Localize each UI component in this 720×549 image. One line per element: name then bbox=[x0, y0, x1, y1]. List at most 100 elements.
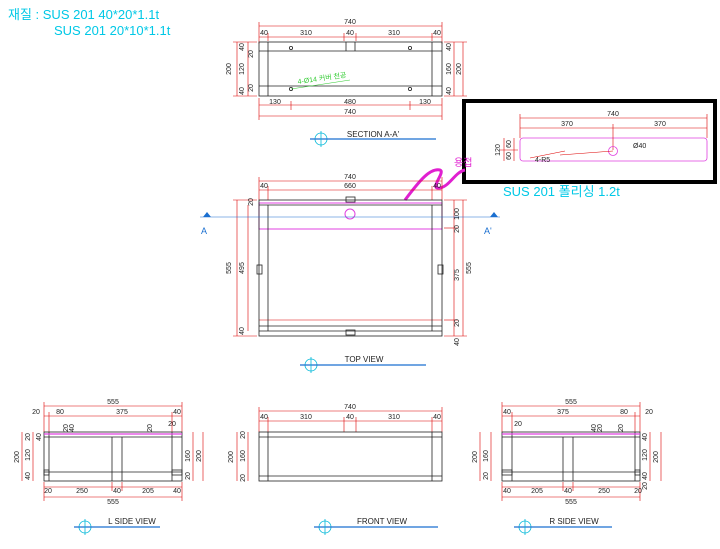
rs-dim-1: 40 bbox=[503, 409, 511, 416]
rs-dim-7: 20 bbox=[597, 424, 604, 432]
section-dim-bot-1: 130 bbox=[269, 99, 281, 106]
ls-right-2: 200 bbox=[196, 450, 203, 462]
detail-plate-outline bbox=[519, 137, 708, 162]
top-view-dimension-lines bbox=[233, 177, 467, 337]
rs-dim-total: 555 bbox=[565, 399, 577, 406]
front-left-1: 160 bbox=[240, 450, 247, 462]
material-spec: 재질 : SUS 201 40*20*1.1t SUS 201 20*10*1.… bbox=[8, 7, 170, 39]
section-frame bbox=[258, 41, 443, 97]
ls-right-1: 160 bbox=[185, 450, 192, 462]
section-title: SECTION A-A' bbox=[347, 130, 400, 139]
ls-dim-6: 40 bbox=[69, 424, 76, 432]
detail-dimension-lines bbox=[500, 114, 708, 161]
ls-left-total: 200 bbox=[14, 451, 21, 463]
ls-bot-total: 555 bbox=[107, 499, 119, 506]
top-dim-right-4: 20 bbox=[454, 319, 461, 327]
top-dim-right-1: 100 bbox=[454, 208, 461, 220]
rs-bot-1: 40 bbox=[503, 488, 511, 495]
l-side-frame bbox=[43, 431, 183, 482]
section-dim-left-2: 20 bbox=[248, 50, 255, 58]
l-side-dimension-lines bbox=[21, 402, 204, 501]
rs-bot-5: 20 bbox=[634, 488, 642, 495]
detail-dim-h1: 60 bbox=[506, 140, 513, 148]
top-dim-left-total: 555 bbox=[226, 262, 233, 274]
top-dim-3: 40 bbox=[433, 183, 441, 190]
section-dim-left-5: 20 bbox=[248, 84, 255, 92]
r-side-title-symbol bbox=[514, 519, 612, 535]
top-dim-left-top: 20 bbox=[248, 198, 255, 206]
ls-bot-5: 40 bbox=[173, 488, 181, 495]
front-dim-1: 40 bbox=[260, 414, 268, 421]
top-view-title-symbol bbox=[300, 357, 426, 373]
r-side-title: R SIDE VIEW bbox=[549, 517, 599, 526]
ls-dim-total: 555 bbox=[107, 399, 119, 406]
rs-right-4: 20 bbox=[642, 482, 649, 490]
rs-bot-4: 250 bbox=[598, 488, 610, 495]
section-dim-bot-3: 130 bbox=[419, 99, 431, 106]
rs-right-2: 120 bbox=[642, 449, 649, 461]
top-view: A A' 740 40 660 40 555 495 20 40 100 20 … bbox=[200, 174, 500, 373]
front-left-2: 20 bbox=[240, 431, 247, 439]
section-dim-right-1: 40 bbox=[446, 43, 453, 51]
rs-right-total: 200 bbox=[653, 451, 660, 463]
rs-dim-8: 20 bbox=[618, 424, 625, 432]
section-dim-bot-total: 740 bbox=[344, 109, 356, 116]
l-side-title: L SIDE VIEW bbox=[108, 517, 156, 526]
rs-bot-2: 205 bbox=[531, 488, 543, 495]
l-side-view: 555 20 80 375 40 20 40 20 20 20 250 40 2… bbox=[14, 399, 204, 535]
front-dim-5: 40 bbox=[433, 414, 441, 421]
detail-hole-label: Ø40 bbox=[633, 143, 646, 150]
front-title: FRONT VIEW bbox=[357, 517, 408, 526]
section-title-symbol bbox=[310, 131, 436, 147]
ls-dim-3: 375 bbox=[116, 409, 128, 416]
top-dim-total: 740 bbox=[344, 174, 356, 181]
section-dim-top-1: 40 bbox=[260, 30, 268, 37]
ls-dim-8: 20 bbox=[168, 421, 176, 428]
section-dim-top-5: 40 bbox=[433, 30, 441, 37]
top-view-hole bbox=[344, 208, 356, 220]
ls-dim-2: 80 bbox=[56, 409, 64, 416]
section-dim-right-4: 40 bbox=[446, 87, 453, 95]
ls-left-2: 120 bbox=[25, 449, 32, 461]
detail-dim-h2: 60 bbox=[506, 152, 513, 160]
top-dim-right-3: 375 bbox=[454, 269, 461, 281]
r-side-dimension-lines bbox=[479, 402, 662, 501]
rs-left-1: 160 bbox=[483, 450, 490, 462]
ls-bot-3: 40 bbox=[113, 488, 121, 495]
ls-bot-1: 20 bbox=[44, 488, 52, 495]
section-dim-top-3: 40 bbox=[346, 30, 354, 37]
top-dim-left-inner: 495 bbox=[239, 262, 246, 274]
ls-left-3: 40 bbox=[25, 472, 32, 480]
rs-dim-3: 80 bbox=[620, 409, 628, 416]
top-view-plate bbox=[258, 202, 443, 230]
ls-bot-4: 205 bbox=[142, 488, 154, 495]
front-frame bbox=[258, 431, 443, 482]
rs-right-1: 40 bbox=[642, 433, 649, 441]
top-dim-1: 40 bbox=[260, 183, 268, 190]
front-left-3: 20 bbox=[240, 474, 247, 482]
rs-left-total: 200 bbox=[472, 451, 479, 463]
section-dim-left-1: 40 bbox=[239, 43, 246, 51]
detail-dim-total: 740 bbox=[607, 111, 619, 118]
top-dim-left-bottom: 40 bbox=[239, 327, 246, 335]
front-dimension-lines bbox=[236, 407, 443, 481]
detail-hole bbox=[608, 146, 618, 156]
front-dim-2: 310 bbox=[300, 414, 312, 421]
ls-left-4: 40 bbox=[36, 433, 43, 441]
section-dim-top-2: 310 bbox=[300, 30, 312, 37]
front-view: 740 40 310 40 310 40 200 160 20 20 FRONT… bbox=[228, 404, 443, 535]
r-side-view: 555 40 375 80 20 20 40 20 20 40 205 40 2… bbox=[472, 399, 662, 535]
detail-plate-label: SUS 201 폴리싱 1.2t bbox=[503, 184, 620, 199]
top-dim-right-5: 40 bbox=[454, 338, 461, 346]
ls-bot-2: 250 bbox=[76, 488, 88, 495]
ls-dim-5: 20 bbox=[63, 424, 70, 432]
front-dim-total: 740 bbox=[344, 404, 356, 411]
front-dim-4: 310 bbox=[388, 414, 400, 421]
section-dim-right-2: 160 bbox=[446, 63, 453, 75]
rs-dim-6: 40 bbox=[591, 424, 598, 432]
front-title-symbol bbox=[314, 519, 438, 535]
top-view-frame bbox=[256, 196, 444, 337]
detail-dim-half-right: 370 bbox=[654, 121, 666, 128]
section-view: 4-Ø14 커버 천공 740 40 310 40 310 40 130 480… bbox=[226, 19, 467, 147]
